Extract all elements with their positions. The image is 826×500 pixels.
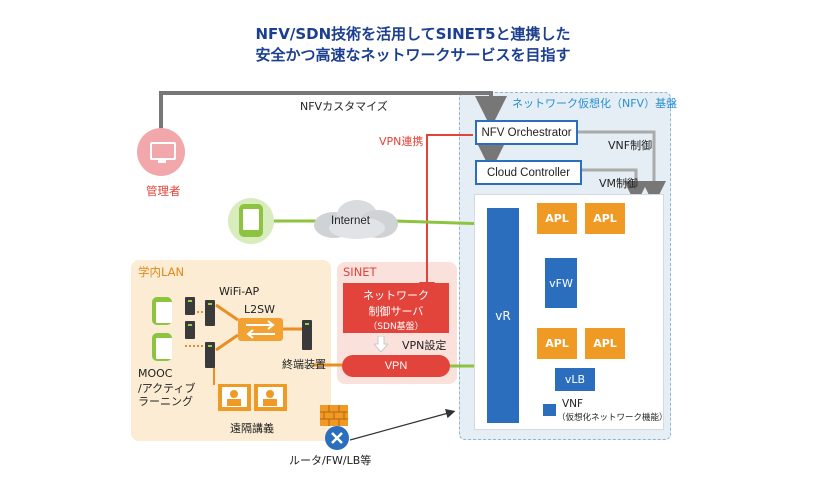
router-label: ルータ/FW/LB等 [289,454,372,467]
vr-box: vR [487,208,519,423]
vlb-box: vLB [555,368,595,391]
tablet-icon [152,297,172,325]
sinet-title: SINET [343,265,377,279]
cloud-controller-box: Cloud Controller [475,160,582,185]
vm-control-line [578,168,648,205]
terminal-device-icon [302,320,312,350]
tablet-icon [152,333,172,361]
server-label-3: （SDN基盤） [368,322,424,332]
access-point-icon [185,321,195,339]
tablet-icon [239,204,263,237]
nfv-customize-line [159,91,507,128]
vpn-link-line [419,134,473,298]
vfw-box: vFW [545,258,577,308]
remote-lecture-label: 遠隔講義 [230,422,274,435]
server-label-2: 制御サーバ [368,305,424,318]
vnf-legend-desc: （仮想化ネットワーク機能） [557,413,668,423]
admin-icon [137,128,185,176]
firewall-icon [320,405,348,426]
internet-label: Internet [331,215,370,227]
network-control-server-box: ネットワーク 制御サーバ （SDN基盤） [343,283,449,333]
apl-box: APL [537,203,577,234]
vnf-legend-swatch [543,404,556,416]
l2sw-label: L2SW [244,303,275,316]
apl-box: APL [585,328,625,359]
mooc-label-2: /アクティブ [138,382,196,395]
router-icon [325,426,349,450]
access-point-icon [185,297,195,315]
vm-control-label: VM制御 [599,177,639,190]
access-point-icon [205,300,215,326]
vnf-control-line [574,130,666,205]
mooc-label-3: ラーニング [138,395,193,408]
vpn-link-label: VPN連携 [379,135,424,148]
apl-box: APL [537,328,577,359]
vnf-legend-title: VNF [562,398,584,410]
vnf-control-label: VNF制御 [608,139,653,152]
mooc-label-1: MOOC [138,367,173,380]
tablet-icon [228,198,274,244]
server-label-1: ネットワーク [363,289,429,302]
nfv-orchestrator-box: NFV Orchestrator [475,120,578,145]
remote-lecture-icon [217,383,289,416]
vpn-setting-label: VPN設定 [402,339,447,352]
internet-cloud-icon [312,197,402,241]
down-arrow-icon [372,335,390,353]
l2sw-icon [238,318,283,341]
campus-lan-title: 学内LAN [138,265,185,279]
access-point-icon [205,342,215,368]
nfv-customize-label: NFVカスタマイズ [300,100,388,113]
nfv-platform-title: ネットワーク仮想化（NFV）基盤 [512,97,678,110]
wifi-ap-label: WiFi-AP [219,285,260,298]
vpn-label: VPN [384,360,408,372]
terminal-label: 終端装置 [282,358,326,371]
vpn-pipe: VPN [342,355,450,377]
admin-label: 管理者 [146,184,181,198]
page-title-line1: NFV/SDN技術を活用してSINET5と連携した [255,25,571,43]
apl-box: APL [585,203,625,234]
page-title-line2: 安全かつ高速なネットワークサービスを目指す [255,46,571,64]
